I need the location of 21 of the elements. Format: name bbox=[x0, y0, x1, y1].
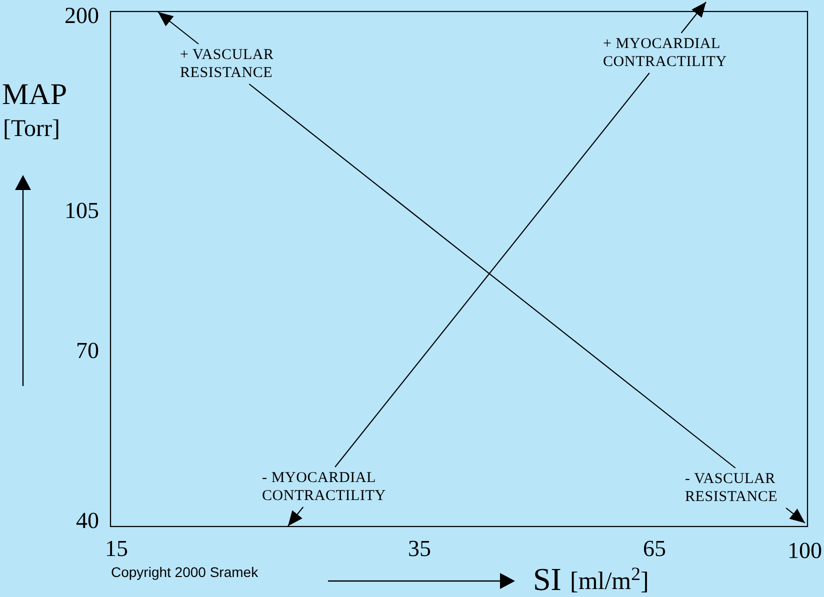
axis-title: SI bbox=[533, 563, 562, 595]
axis-tick-label: 40 bbox=[76, 509, 99, 532]
axis-tick-label: 100 bbox=[788, 539, 822, 562]
arrow bbox=[786, 508, 806, 524]
arrow-label: - MYOCARDIAL CONTRACTILITY bbox=[260, 467, 394, 507]
arrow bbox=[680, 2, 706, 34]
arrow-label: - VASCULAR RESISTANCE bbox=[683, 468, 789, 508]
axis-unit: [ml/m$^{2}$] bbox=[570, 569, 649, 594]
axis-tick-label: 15 bbox=[105, 537, 128, 560]
arrow bbox=[288, 506, 304, 526]
axis-tick-label: 65 bbox=[643, 537, 666, 560]
axis-title: MAP bbox=[2, 80, 68, 110]
axis-tick-label: 35 bbox=[408, 537, 431, 560]
axis-tick-label: 105 bbox=[64, 199, 99, 222]
axis-tick-label: 70 bbox=[76, 339, 99, 362]
arrow-label: + MYOCARDIAL CONTRACTILITY bbox=[601, 33, 735, 73]
axis-unit: [Torr] bbox=[3, 117, 60, 141]
arrow-label: + VASCULAR RESISTANCE bbox=[178, 44, 290, 84]
arrow bbox=[158, 12, 199, 44]
copyright-note: Copyright 2000 Sramek bbox=[111, 565, 258, 579]
axis-tick-label: 200 bbox=[64, 4, 99, 27]
